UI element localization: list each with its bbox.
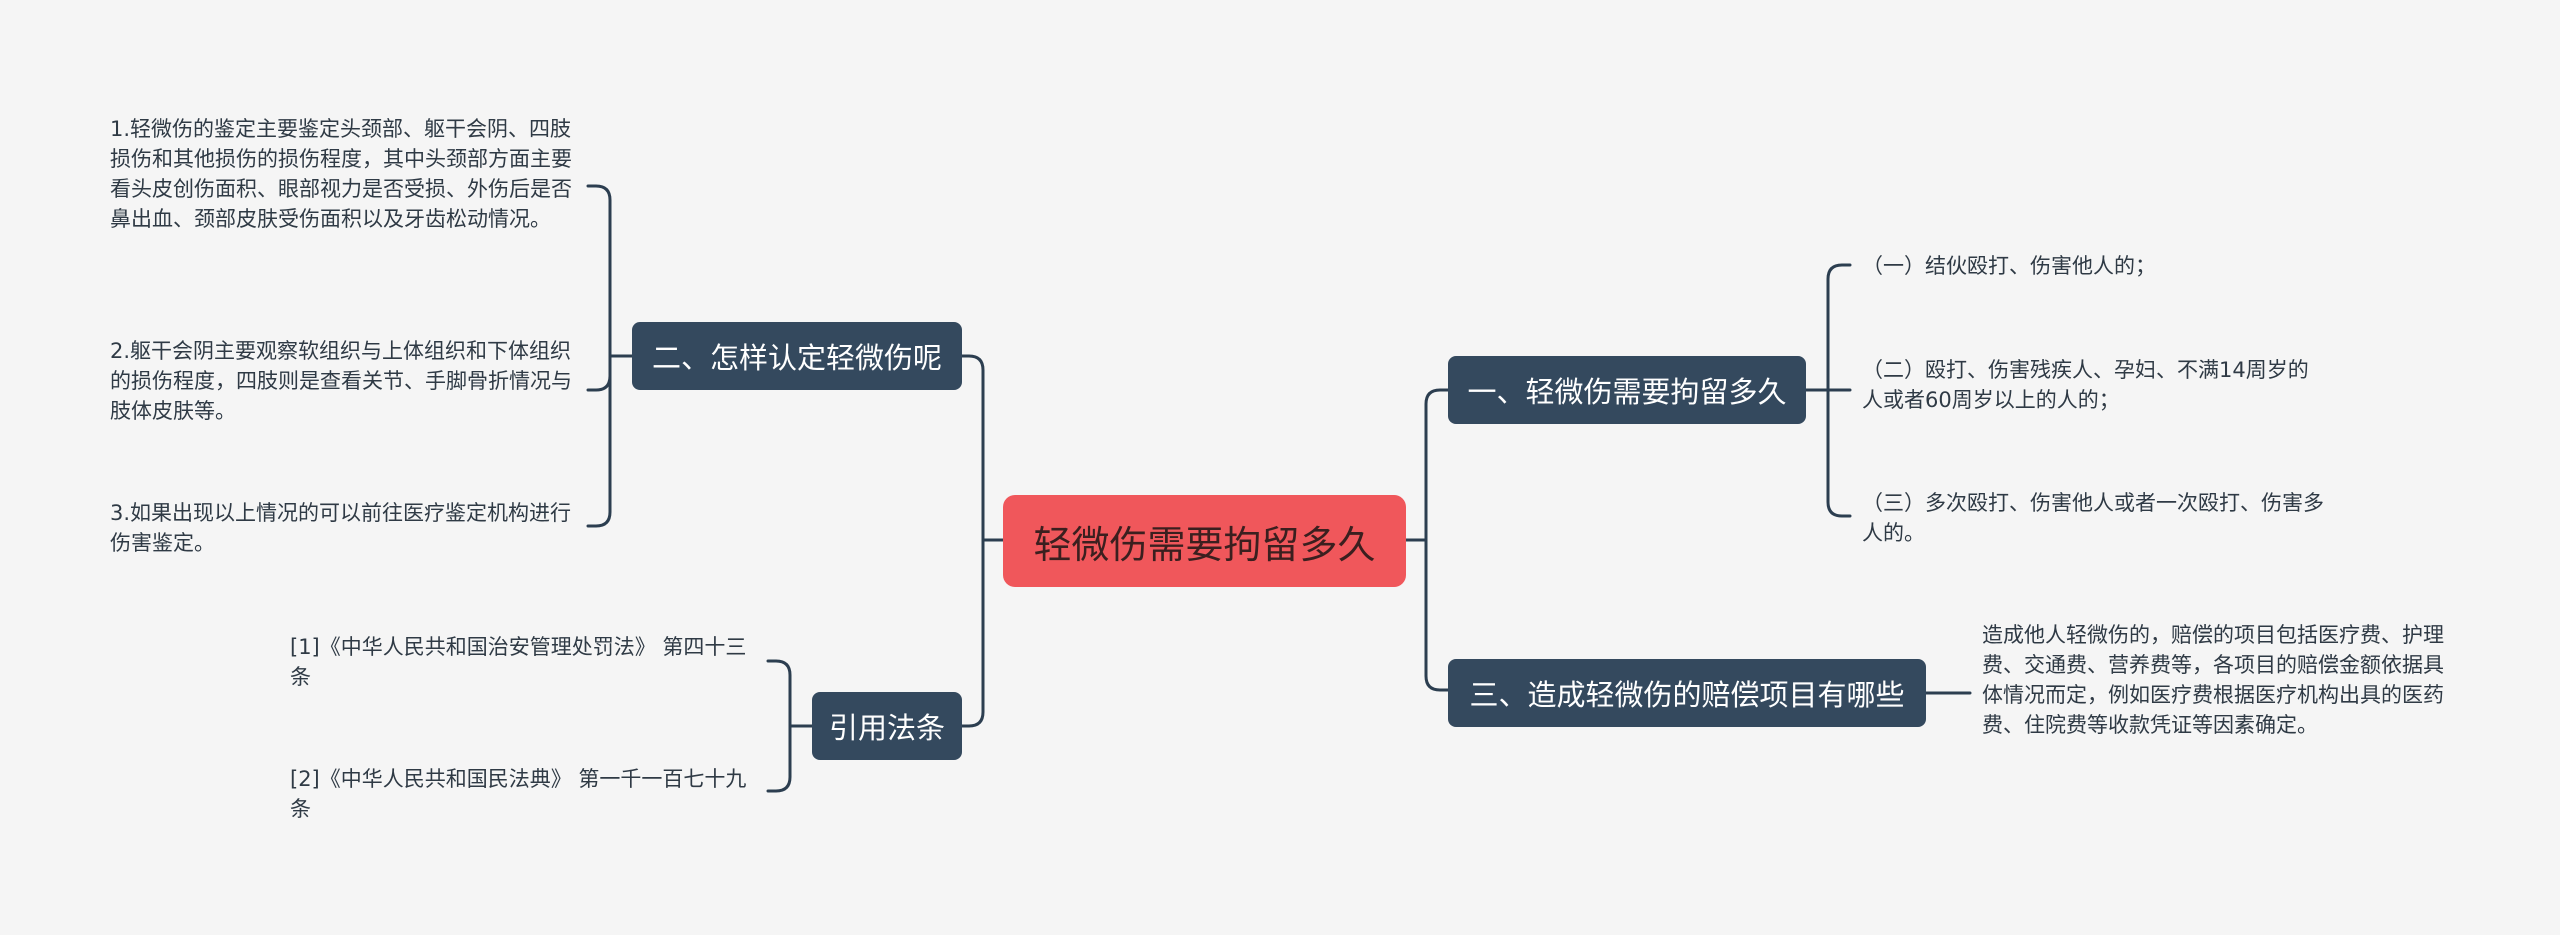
leaf-b1-2: （二）殴打、伤害残疾人、孕妇、不满14周岁的人或者60周岁以上的人的； [1862,358,2309,412]
leaf-b2-2: 2.躯干会阴主要观察软组织与上体组织和下体组织的损伤程度，四肢则是查看关节、手脚… [110,339,572,423]
branch-label: 引用法条 [828,711,945,745]
leaf-b3-1: 造成他人轻微伤的，赔偿的项目包括医疗费、护理费、交通费、营养费等，各项目的赔偿金… [1982,623,2444,737]
branch-node-1[interactable]: 一、轻微伤需要拘留多久 [1448,356,1806,424]
leaf-b2-1: 1.轻微伤的鉴定主要鉴定头颈部、躯干会阴、四肢损伤和其他损伤的损伤程度，其中头颈… [110,117,572,231]
connector-b1-leaves [1804,263,1852,518]
leaf-b4-1: [1]《中华人民共和国治安管理处罚法》 第四十三条 [290,635,747,689]
connector-b4-trunk [766,659,814,793]
leaf-b4-2: [2]《中华人民共和国民法典》 第一千一百七十九条 [290,767,747,821]
branch-label: 一、轻微伤需要拘留多久 [1467,375,1787,409]
branch-label: 三、造成轻微伤的赔偿项目有哪些 [1469,678,1905,712]
central-topic-label: 轻微伤需要拘留多久 [1033,522,1376,567]
leaf-b2-3: 3.如果出现以上情况的可以前往医疗鉴定机构进行伤害鉴定。 [110,501,572,555]
branch-node-4[interactable]: 引用法条 [812,692,962,760]
central-topic[interactable]: 轻微伤需要拘留多久 [1005,497,1404,585]
leaf-b1-1: （一）结伙殴打、伤害他人的； [1862,254,2156,278]
branch-label: 二、怎样认定轻微伤呢 [651,341,942,375]
leaf-b1-3: （三）多次殴打、伤害他人或者一次殴打、伤害多人的。 [1862,491,2324,545]
branch-node-2[interactable]: 二、怎样认定轻微伤呢 [632,322,962,390]
branch-node-3[interactable]: 三、造成轻微伤的赔偿项目有哪些 [1448,659,1926,727]
connector-left-trunk [960,354,985,728]
connector-right-trunk [1424,388,1450,692]
connector-b2-trunk [586,184,634,528]
